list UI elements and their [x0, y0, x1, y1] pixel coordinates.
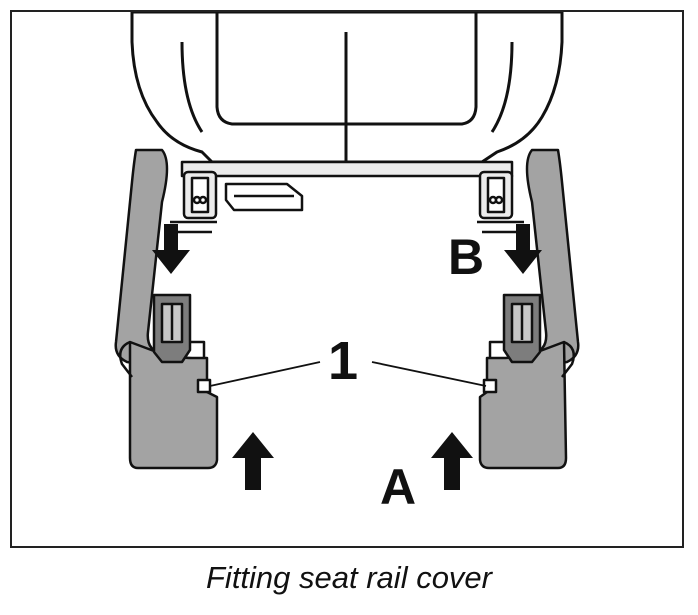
- label-part-1: 1: [328, 331, 358, 391]
- right-rail-cover: [478, 148, 580, 470]
- arrow-down-left: [152, 224, 190, 274]
- arrow-up-left: [232, 432, 274, 490]
- seat-frame: [170, 160, 524, 234]
- seat-cushion: [130, 12, 564, 164]
- arrow-up-right: [431, 432, 473, 490]
- label-direction-b: B: [448, 229, 484, 285]
- leader-lines: [209, 361, 487, 387]
- arrow-down-right: [504, 224, 542, 274]
- seat-rail-illustration: 1 A B: [114, 12, 580, 515]
- figure-frame: 1 A B: [10, 10, 684, 548]
- left-rail-cover: [114, 148, 219, 470]
- figure-caption: Fitting seat rail cover: [206, 560, 492, 595]
- label-direction-a: A: [380, 459, 416, 515]
